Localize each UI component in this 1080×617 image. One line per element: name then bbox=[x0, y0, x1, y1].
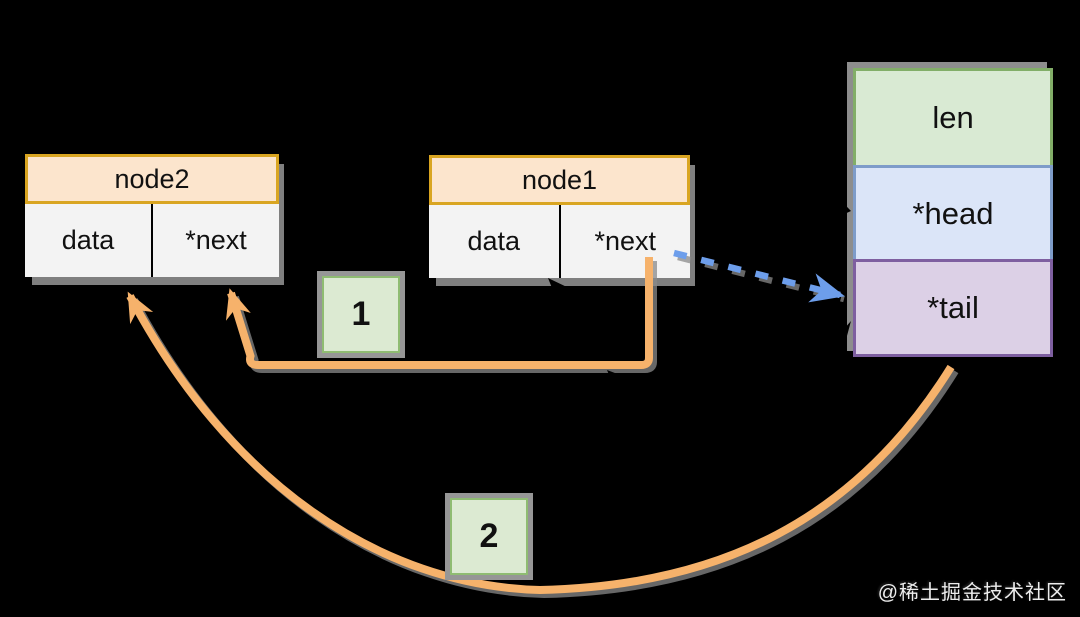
node1-cells: data *next bbox=[429, 205, 690, 278]
len-cell: len bbox=[853, 68, 1053, 168]
list-struct-box: len *head *tail bbox=[853, 68, 1053, 357]
node1-data-cell: data bbox=[429, 205, 561, 278]
arrow-step2 bbox=[126, 291, 955, 595]
node1-title: node1 bbox=[429, 155, 690, 205]
arrow-dashed-tail bbox=[673, 249, 845, 303]
step-label-1: 1 bbox=[322, 276, 400, 353]
watermark: @稀土掘金技术社区 bbox=[877, 582, 1067, 604]
head-cell: *head bbox=[853, 165, 1053, 262]
black-arrowhead-tail-icon bbox=[823, 321, 851, 358]
tail-cell: *tail bbox=[853, 259, 1053, 357]
black-arrowhead-node1-icon bbox=[548, 278, 571, 298]
node2-data-cell: data bbox=[25, 204, 153, 277]
node2-cells: data *next bbox=[25, 204, 279, 277]
node2-box: node2 data *next bbox=[25, 154, 279, 277]
black-arrowhead-head-icon bbox=[818, 177, 851, 222]
node2-title: node2 bbox=[25, 154, 279, 204]
black-arrowhead-corner-icon bbox=[607, 370, 628, 382]
step-label-2: 2 bbox=[450, 498, 528, 575]
node1-box: node1 data *next bbox=[429, 155, 690, 278]
node1-next-cell: *next bbox=[594, 226, 657, 256]
node2-next-cell: *next bbox=[185, 225, 247, 255]
arrow-shadows bbox=[130, 253, 959, 599]
